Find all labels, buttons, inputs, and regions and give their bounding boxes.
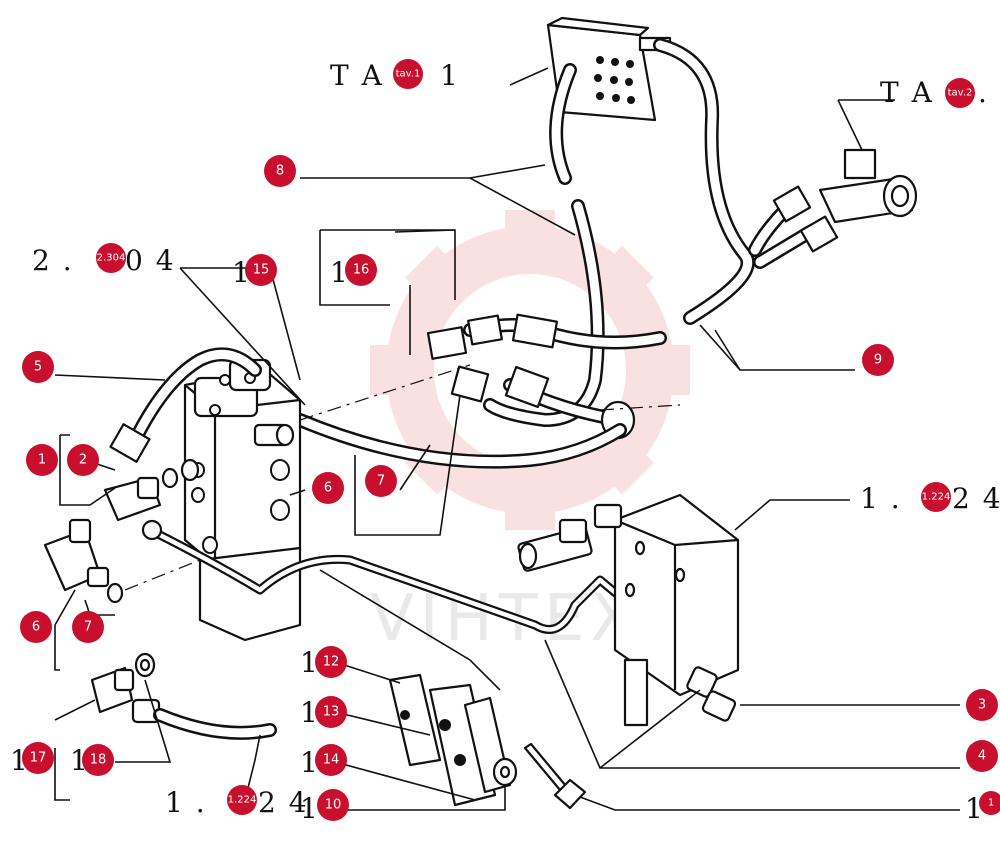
- callout-17[interactable]: 17: [22, 742, 54, 774]
- main-valve-body: [183, 358, 302, 642]
- ref-13: 1: [300, 696, 320, 729]
- svg-text:2: 2: [79, 453, 87, 468]
- ref-ta2: T A: [880, 76, 934, 109]
- callout-7-right[interactable]: 7: [365, 465, 397, 497]
- callout-1224-right[interactable]: 1.224: [921, 482, 951, 512]
- ref-ta1: T A: [330, 59, 384, 92]
- ref-10: 1: [300, 792, 320, 825]
- leader-lines: [54, 67, 960, 811]
- callout-6-left[interactable]: 6: [20, 611, 52, 643]
- svg-text:3: 3: [978, 698, 986, 713]
- svg-text:16: 16: [353, 263, 370, 278]
- ref-14: 1: [300, 746, 320, 779]
- hose-9: [653, 38, 817, 325]
- svg-text:6: 6: [324, 481, 332, 496]
- svg-text:tav.2: tav.2: [948, 88, 973, 99]
- svg-text:9: 9: [874, 353, 882, 368]
- svg-text:17: 17: [30, 751, 47, 766]
- lower-left-fittings: [90, 652, 277, 740]
- right-valve-block: [517, 493, 740, 727]
- hose-lower-mid: [293, 413, 627, 469]
- svg-text:18: 18: [90, 753, 107, 768]
- tee-fitting-right: [772, 148, 918, 253]
- ref-11: 1: [965, 792, 985, 825]
- callout-tav1[interactable]: tav.1: [393, 59, 423, 89]
- pedal-valve-block: [546, 16, 672, 122]
- callout-7-left[interactable]: 7: [72, 611, 104, 643]
- ref-1224-right-right: 2 4: [952, 482, 1000, 515]
- hose-5: [109, 347, 262, 463]
- watermark-gear-icon: [370, 210, 690, 530]
- ref-15: 1: [232, 256, 252, 289]
- left-fittings: [43, 458, 200, 604]
- svg-text:2.304: 2.304: [97, 253, 126, 264]
- svg-text:5: 5: [34, 360, 42, 375]
- svg-text:14: 14: [323, 753, 340, 768]
- hose-8: [483, 63, 605, 428]
- callout-10[interactable]: 10: [317, 789, 349, 821]
- callout-1224-bottom[interactable]: 1.224: [227, 785, 257, 815]
- callout-3[interactable]: 3: [966, 689, 998, 721]
- svg-text:15: 15: [253, 263, 270, 278]
- callout-9[interactable]: 9: [862, 344, 894, 376]
- callout-13[interactable]: 13: [315, 696, 347, 728]
- svg-text:8: 8: [276, 164, 284, 179]
- svg-text:1: 1: [988, 798, 994, 809]
- ref-ta2-suffix: .: [978, 76, 989, 109]
- ref-2304-left: 2 .: [32, 244, 74, 277]
- ref-1224-bottom-left: 1 .: [165, 786, 207, 819]
- svg-text:1.224: 1.224: [228, 795, 257, 806]
- ref-16: 1: [330, 256, 350, 289]
- callout-4[interactable]: 4: [966, 740, 998, 772]
- washer-10: [492, 757, 518, 787]
- callout-12[interactable]: 12: [315, 646, 347, 678]
- ref-18: 1: [70, 744, 90, 777]
- callout-tav2[interactable]: tav.2: [945, 78, 975, 108]
- pipe-4: [141, 519, 695, 660]
- callout-11[interactable]: 1: [979, 791, 1000, 815]
- callout-2304[interactable]: 2.304: [96, 243, 126, 273]
- callout-8[interactable]: 8: [264, 155, 296, 187]
- svg-text:6: 6: [32, 620, 40, 635]
- callout-14[interactable]: 14: [315, 744, 347, 776]
- callout-16[interactable]: 16: [345, 254, 377, 286]
- ref-ta1-suffix: 1: [440, 59, 460, 92]
- svg-text:10: 10: [325, 798, 342, 813]
- callout-15[interactable]: 15: [245, 254, 277, 286]
- hose-16-assembly: [426, 313, 667, 440]
- svg-text:tav.1: tav.1: [396, 69, 421, 80]
- centerlines: [124, 364, 681, 591]
- callout-2[interactable]: 2: [67, 444, 99, 476]
- svg-text:7: 7: [377, 474, 385, 489]
- ref-2304-right: 0 4: [125, 244, 176, 277]
- ref-1224-right-left: 1 .: [860, 482, 902, 515]
- callout-1[interactable]: 1: [26, 444, 58, 476]
- ref-12: 1: [300, 646, 320, 679]
- callout-18[interactable]: 18: [82, 744, 114, 776]
- svg-text:1.224: 1.224: [922, 492, 951, 503]
- svg-text:13: 13: [323, 705, 340, 720]
- callout-6-right[interactable]: 6: [312, 472, 344, 504]
- ref-1224-bottom-right: 2 4: [258, 786, 309, 819]
- svg-text:12: 12: [323, 655, 340, 670]
- pipe-clamp: [388, 673, 512, 807]
- bolt-11: [523, 742, 587, 810]
- callout-5[interactable]: 5: [22, 351, 54, 383]
- svg-text:4: 4: [978, 749, 986, 764]
- svg-text:1: 1: [38, 453, 46, 468]
- svg-text:7: 7: [84, 620, 92, 635]
